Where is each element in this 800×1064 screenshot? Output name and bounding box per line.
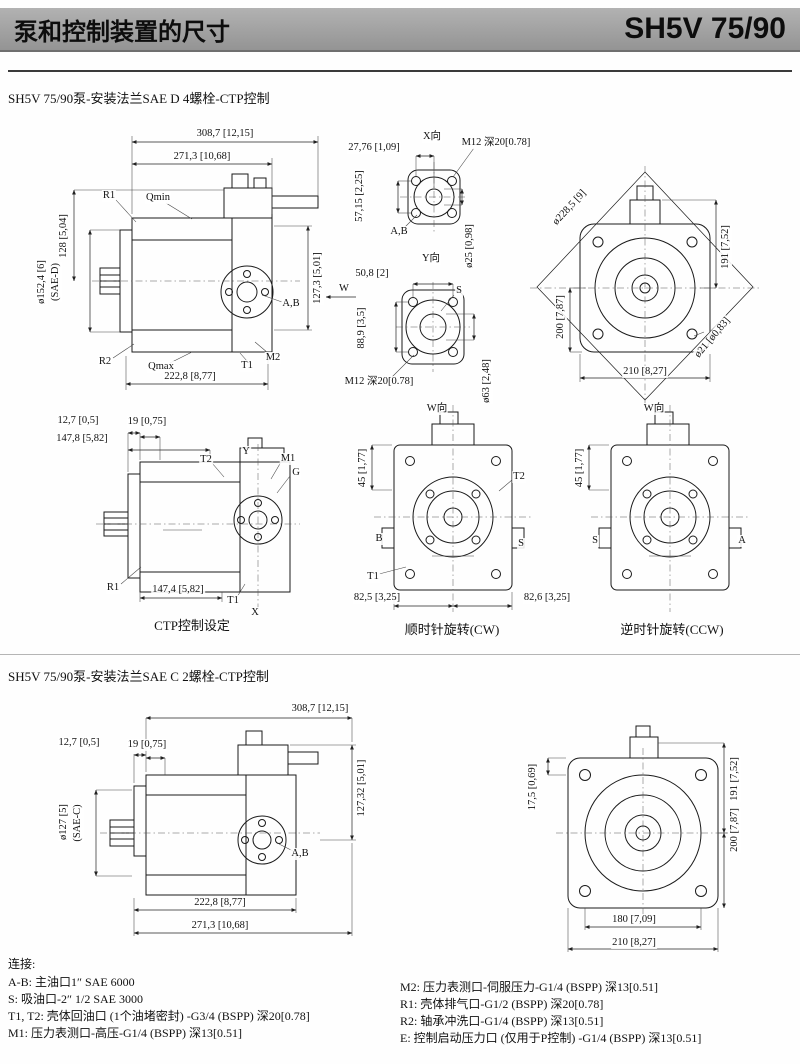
s1-y-dim-port: ø63 [2,48] xyxy=(481,358,493,404)
s1-side-dim-bottom: 222,8 [8,77] xyxy=(163,371,217,383)
page-header: 泵和控制装置的尺寸 SH5V 75/90 xyxy=(0,8,800,52)
s1-side-dim-width-inner: 271,3 [10,68] xyxy=(172,151,232,163)
s1-y-view-title: Y向 xyxy=(420,253,442,265)
s1-cw-view-title: W向 xyxy=(425,403,449,415)
s2-rear-dim-right2: 200 [7,87] xyxy=(729,807,741,853)
s1-side-qmin-label: Qmin xyxy=(145,192,171,204)
connection-item-r2: R2: 轴承冲洗口-G1/4 (BSPP) 深13[0.51] xyxy=(400,1014,604,1028)
s1-side-qmax-label: Qmax xyxy=(147,361,175,373)
ccw-rotation-view-drawing xyxy=(587,405,749,612)
s2-side-dim-flange: ø127 [5] xyxy=(58,803,70,841)
s2-rear-dim-top-offset: 17,5 [0,69] xyxy=(527,762,539,812)
s2-side-dim-offset2: 19 [0,75] xyxy=(126,739,168,751)
s1-cw-caption: 顺时针旋转(CW) xyxy=(404,622,500,637)
s1-side-port-m2-label: M2 xyxy=(264,352,282,364)
s1-side-flange-type: (SAE-D) xyxy=(50,262,62,302)
s1-cw-dim-height: 45 [1,77] xyxy=(357,447,369,489)
s1-cw-port-s-label: S xyxy=(517,538,525,550)
s1-side-dim-height-right: 127,3 [5,01] xyxy=(312,251,324,305)
connection-item-t1-t2: T1, T2: 壳体回油口 (1个油堵密封) -G3/4 (BSPP) 深20[… xyxy=(8,1009,310,1023)
s1-cw-port-t1-label: T1 xyxy=(366,571,380,583)
cw-rotation-view-drawing xyxy=(370,405,532,612)
page-title: 泵和控制装置的尺寸 xyxy=(14,18,230,46)
s1-cw-port-b-label: B xyxy=(374,533,384,545)
s2-side-dim-width: 308,7 [12,15] xyxy=(290,703,350,715)
connection-item-m1: M1: 压力表测口-高压-G1/4 (BSPP) 深13[0.51] xyxy=(8,1026,243,1040)
section2-heading: SH5V 75/90泵-安装法兰SAE C 2螺栓-CTP控制 xyxy=(8,669,269,684)
x-view-drawing xyxy=(396,147,475,232)
s1-x-view-title: X向 xyxy=(421,131,443,143)
s1-side-port-r2-label: R2 xyxy=(97,356,113,368)
s1-ctp-port-t2-label: T2 xyxy=(199,454,213,466)
s1-ctp-dim-offset2: 19 [0,75] xyxy=(126,416,168,428)
s2-rear-dim-bottom1: 180 [7,09] xyxy=(611,914,657,926)
s1-ctp-dim-top: 147,8 [5,82] xyxy=(55,433,109,445)
s1-ctp-dim-bottom: 147,4 [5,82] xyxy=(151,584,205,596)
s1-ctp-port-r1-label: R1 xyxy=(105,582,121,594)
sae-c-rear-view-drawing xyxy=(546,725,730,952)
s1-y-w-direction-label: W xyxy=(338,283,350,295)
s1-ctp-axis-y-label: Y xyxy=(241,446,251,458)
connection-item-ab: A-B: 主油口1″ SAE 6000 xyxy=(8,975,135,989)
section1-heading: SH5V 75/90泵-安装法兰SAE D 4螺栓-CTP控制 xyxy=(8,91,270,106)
s1-ccw-view-title: W向 xyxy=(642,403,666,415)
s1-rear-dim-hole: ø21 [ø0,83] xyxy=(692,314,734,362)
y-view-drawing xyxy=(325,282,476,378)
connection-item-r1: R1: 壳体排气口-G1/2 (BSPP) 深20[0.78] xyxy=(400,997,604,1011)
model-number: SH5V 75/90 xyxy=(624,12,786,45)
s1-cw-dim-right: 82,6 [3,25] xyxy=(522,592,572,604)
s1-ctp-port-g-label: G xyxy=(291,467,301,479)
s2-side-flange-type: (SAE-C) xyxy=(72,803,84,843)
sae-d-side-view-drawing xyxy=(72,136,319,390)
s1-ccw-port-a-label: A xyxy=(737,535,747,547)
s1-rear-dim-top: 191 [7,52] xyxy=(720,224,732,270)
sae-c-side-view-drawing xyxy=(94,716,356,936)
section-divider xyxy=(0,654,800,655)
connections-title: 连接: xyxy=(8,957,36,971)
s2-rear-dim-bottom2: 210 [8,27] xyxy=(611,937,657,949)
s1-y-port-s-label: S xyxy=(455,285,463,297)
s1-side-dim-width-outer: 308,7 [12,15] xyxy=(195,128,255,140)
s1-x-dim-hole-offset: 27,76 [1,09] xyxy=(347,142,401,154)
s2-side-dim-offset1: 12,7 [0,5] xyxy=(57,737,101,749)
s1-y-dim-hole-spacing: 50,8 [2] xyxy=(354,268,390,280)
s2-side-dim-height-right: 127,32 [5,01] xyxy=(356,758,368,818)
s1-x-bolt-spec: M12 深20[0.78] xyxy=(460,137,532,149)
s1-x-dim-hole-spacing: 57,15 [2,25] xyxy=(354,169,366,223)
s1-x-dim-port: ø25 [0,98] xyxy=(464,223,476,269)
s1-ctp-dim-offset1: 12,7 [0,5] xyxy=(56,415,100,427)
s2-side-dim-bottom1: 222,8 [8,77] xyxy=(193,897,247,909)
s1-ctp-axis-x-label: X xyxy=(250,607,260,619)
connection-item-e: E: 控制启动压力口 (仅用于P控制) -G1/4 (BSPP) 深13[0.5… xyxy=(400,1031,702,1045)
s1-rear-dim-bottom: 210 [8,27] xyxy=(622,366,668,378)
connection-item-m2: M2: 压力表测口-伺服压力-G1/4 (BSPP) 深13[0.51] xyxy=(400,980,659,994)
s2-rear-dim-right1: 191 [7,52] xyxy=(729,756,741,802)
s1-ctp-port-m1-label: M1 xyxy=(279,453,297,465)
s1-ccw-port-s-label: S xyxy=(591,535,599,547)
s1-y-bolt-spec: M12 深20[0.78] xyxy=(343,376,415,388)
s1-rear-dim-diagonal: ø228,5 [9] xyxy=(550,187,590,229)
s1-cw-port-t2-label: T2 xyxy=(512,471,526,483)
ctp-setting-view-drawing xyxy=(96,431,300,610)
s1-side-port-r1-label: R1 xyxy=(101,190,117,202)
s1-rear-dim-left: 200 [7,87] xyxy=(555,294,567,340)
s2-side-dim-bottom2: 271,3 [10,68] xyxy=(190,920,250,932)
s1-cw-dim-left: 82,5 [3,25] xyxy=(352,592,402,604)
s1-side-port-ab-label: A,B xyxy=(281,298,301,310)
s1-y-dim-hole-vert: 88,9 [3,5] xyxy=(356,306,368,350)
connection-item-s: S: 吸油口-2″ 1/2 SAE 3000 xyxy=(8,992,144,1006)
s1-ccw-dim-height: 45 [1,77] xyxy=(574,447,586,489)
s1-x-port-ab-label: A,B xyxy=(389,226,409,238)
sae-d-rear-view-drawing xyxy=(530,166,760,408)
s1-ccw-caption: 逆时针旋转(CCW) xyxy=(620,622,724,637)
header-rule xyxy=(8,70,792,72)
s1-ctp-port-t1-label: T1 xyxy=(226,595,240,607)
s2-side-port-ab-label: A,B xyxy=(290,848,310,860)
s1-side-dim-height-left: 128 [5,04] xyxy=(58,213,70,259)
s1-side-dim-flange: ø152,4 [6] xyxy=(36,259,48,305)
s1-ctp-caption: CTP控制设定 xyxy=(154,618,230,633)
s1-side-port-t1-label: T1 xyxy=(240,360,254,372)
